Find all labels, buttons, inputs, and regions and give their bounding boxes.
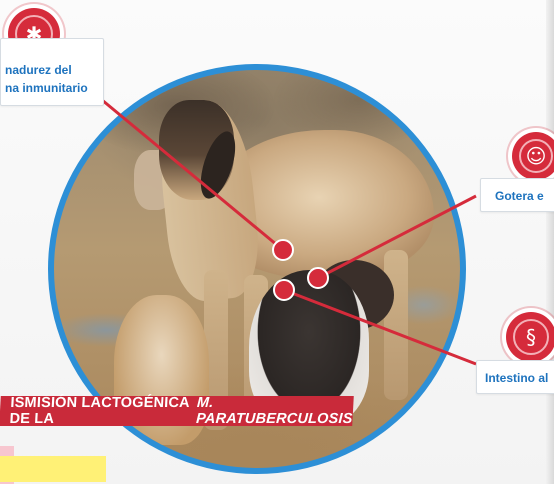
intestine-glyph-icon: § bbox=[526, 325, 536, 349]
callout-mouth-text: Gotera e bbox=[495, 189, 544, 203]
face-glyph-icon: ☺ bbox=[525, 144, 547, 168]
goat-photo-circle bbox=[48, 64, 466, 474]
icon-ring bbox=[513, 319, 549, 355]
callout-immune-system: nadurez del na inmunitario bbox=[0, 38, 104, 106]
callout-mouth-drip: Gotera e bbox=[480, 178, 554, 212]
goat-leg bbox=[384, 250, 408, 400]
icon-ring bbox=[519, 139, 553, 173]
intestine-icon: § bbox=[506, 312, 554, 362]
highlight-marker bbox=[0, 456, 106, 482]
callout-intestine-text: Intestino al bbox=[485, 371, 549, 385]
connector-dot-mouth bbox=[307, 267, 329, 289]
connector-dot-immune bbox=[272, 239, 294, 261]
callout-immune-line1: nadurez del bbox=[5, 63, 72, 77]
connector-dot-intestine bbox=[273, 279, 295, 301]
connector-line-intestine bbox=[283, 288, 477, 366]
connector-line-mouth bbox=[317, 194, 477, 280]
banner-species: M. PARATUBERCULOSIS bbox=[195, 395, 354, 427]
connector-line-immune bbox=[101, 98, 284, 252]
page-edge-shadow bbox=[546, 0, 554, 484]
callout-intestine: Intestino al bbox=[476, 360, 554, 394]
banner-prefix: ISMISIÓN LACTOGÉNICA DE LA bbox=[9, 395, 190, 427]
mouth-drip-icon: ☺ bbox=[512, 132, 554, 180]
callout-immune-line2: na inmunitario bbox=[5, 81, 88, 95]
title-banner: ISMISIÓN LACTOGÉNICA DE LA M. PARATUBERC… bbox=[0, 395, 354, 427]
